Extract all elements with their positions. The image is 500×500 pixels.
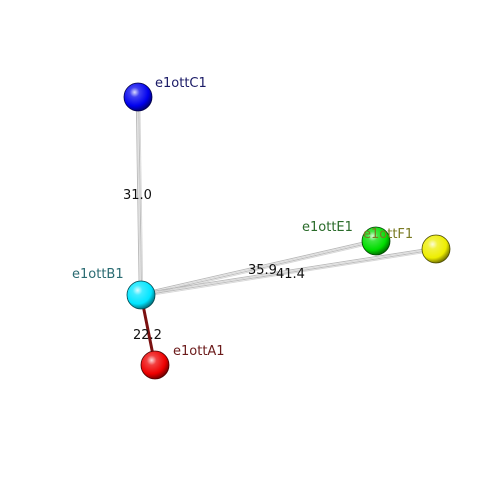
atom-sphere-f1[interactable] [421,234,451,264]
bond-strand [141,249,437,297]
distance-label-b1-e1: 35.9 [248,263,277,278]
bond-strand [138,96,143,295]
atom-sphere-e1[interactable] [361,226,391,256]
bond-b1-e1 [140,238,377,298]
bond-strand [139,96,144,295]
distance-label-b1-a1: 22.2 [133,328,162,343]
bond-strand [135,97,140,296]
atom-label-e1: e1ottE1 [302,220,353,235]
distance-label-b1-f1: 41.4 [276,267,305,282]
atom-sphere-a1[interactable] [140,350,170,380]
atom-label-f1: e1ottF1 [363,227,413,242]
atom-sphere-c1[interactable] [123,82,153,112]
bond-b1-f1 [140,246,437,298]
distance-label-b1-c1: 31.0 [123,188,152,203]
atom-label-b1: e1ottB1 [72,267,124,282]
bond-strand [136,97,141,296]
bond-strand [140,239,376,295]
bond-strand [141,242,377,298]
bond-strand [141,250,437,298]
atom-sphere-b1[interactable] [126,280,156,310]
bond-strand [141,241,377,297]
bond-strand [140,246,436,294]
bond-strand [140,238,376,294]
atom-label-a1: e1ottA1 [173,344,225,359]
atom-label-c1: e1ottC1 [155,76,207,91]
bond-strand [140,247,436,295]
bond-b1-c1 [135,96,144,296]
